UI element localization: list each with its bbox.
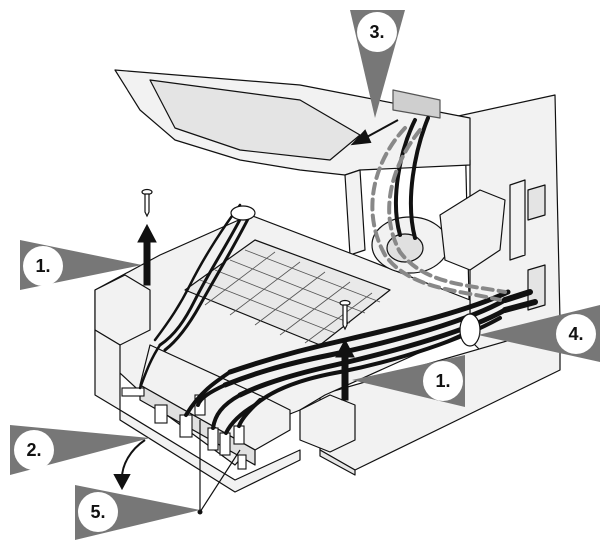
arrow-up-icon: [137, 223, 157, 286]
right-front-block: [299, 394, 356, 453]
callout-label: 1.: [435, 371, 450, 391]
connector-plug: [179, 414, 193, 438]
leader-dot: [197, 509, 203, 515]
cable-clamps: [230, 205, 481, 347]
screw-icon: [141, 188, 153, 218]
callout-step-5: 5.: [75, 485, 200, 540]
callout-label: 2.: [26, 440, 41, 460]
arrow-left-icon: [350, 119, 399, 146]
callout-label: 4.: [568, 324, 583, 344]
connector-plug: [219, 432, 231, 456]
device-housing: [94, 69, 561, 493]
connector-plug: [121, 387, 145, 397]
fan-bracket: [439, 189, 506, 271]
base-platform-front: [319, 449, 356, 476]
leader-lines: [199, 420, 241, 513]
curved-arrow-icon: [113, 439, 146, 491]
callout-label: 3.: [369, 22, 384, 42]
callout-step-4: 4.: [478, 305, 600, 362]
connector-plug: [154, 404, 168, 424]
front-bottom-rail: [119, 409, 301, 493]
cable-clamp-upper: [230, 205, 256, 221]
side-slot: [527, 184, 546, 221]
callout-label: 5.: [90, 502, 105, 522]
connector-plug: [233, 425, 245, 445]
inner-panel: [344, 169, 366, 256]
connector-plug: [237, 454, 247, 470]
lid-slot: [392, 89, 441, 119]
callout-step-1-right: 1.: [352, 355, 465, 407]
tray-grid-lines: [199, 249, 381, 344]
side-slot-2: [527, 264, 546, 311]
connector-plug: [207, 427, 219, 451]
callout-step-2: 2.: [10, 425, 150, 475]
screw-icon: [339, 299, 351, 331]
arrow-up-icon: [335, 338, 355, 401]
lid-shade: [149, 79, 361, 161]
callout-step-1-left: 1.: [20, 240, 142, 290]
hinge-plate: [509, 179, 526, 261]
callout-step-3: 3.: [350, 10, 405, 118]
cable-clamp-right: [459, 313, 481, 347]
callout-label: 1.: [35, 256, 50, 276]
